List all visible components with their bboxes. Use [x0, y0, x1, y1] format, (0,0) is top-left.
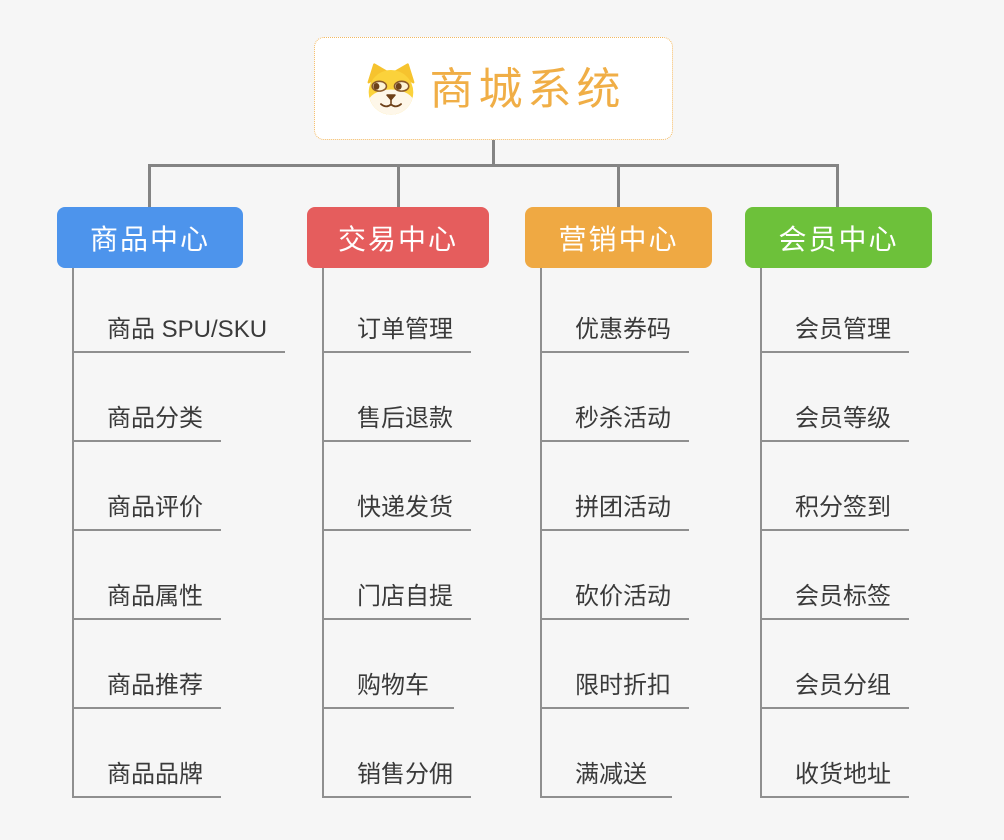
child-node[interactable]: 订单管理	[324, 268, 471, 353]
branch-header-marketing[interactable]: 营销中心	[525, 207, 712, 268]
child-node[interactable]: 快递发货	[324, 442, 471, 531]
connector-drop-branch-4	[836, 164, 839, 207]
branch-children-member: 会员管理 会员等级 积分签到 会员标签 会员分组 收货地址	[760, 268, 909, 798]
child-node[interactable]: 商品评价	[74, 442, 221, 531]
child-node[interactable]: 限时折扣	[542, 620, 689, 709]
connector-drop-branch-1	[148, 164, 151, 207]
child-node[interactable]: 销售分佣	[324, 709, 471, 798]
branch-header-product[interactable]: 商品中心	[57, 207, 243, 268]
child-node[interactable]: 售后退款	[324, 353, 471, 442]
dog-face-icon	[367, 62, 414, 115]
root-node[interactable]: 商城系统	[314, 37, 673, 140]
child-node[interactable]: 秒杀活动	[542, 353, 689, 442]
child-node[interactable]: 商品属性	[74, 531, 221, 620]
child-node[interactable]: 会员分组	[762, 620, 909, 709]
branch-header-member[interactable]: 会员中心	[745, 207, 932, 268]
child-node[interactable]: 收货地址	[762, 709, 909, 798]
child-node[interactable]: 商品品牌	[74, 709, 221, 798]
child-node[interactable]: 商品推荐	[74, 620, 221, 709]
child-node[interactable]: 会员标签	[762, 531, 909, 620]
child-node[interactable]: 购物车	[324, 620, 454, 709]
child-node[interactable]: 砍价活动	[542, 531, 689, 620]
child-node[interactable]: 商品 SPU/SKU	[74, 268, 286, 353]
branch-children-trade: 订单管理 售后退款 快递发货 门店自提 购物车 销售分佣	[322, 268, 471, 798]
branch-children-marketing: 优惠券码 秒杀活动 拼团活动 砍价活动 限时折扣 满减送	[540, 268, 689, 798]
child-node[interactable]: 积分签到	[762, 442, 909, 531]
child-node[interactable]: 优惠券码	[542, 268, 689, 353]
connector-drop-branch-3	[617, 164, 620, 207]
connector-bus	[148, 164, 839, 167]
connector-root-drop	[492, 140, 495, 167]
root-title: 商城系统	[429, 64, 626, 114]
branch-children-product: 商品 SPU/SKU 商品分类 商品评价 商品属性 商品推荐 商品品牌	[72, 268, 286, 798]
child-node[interactable]: 满减送	[542, 709, 672, 798]
connector-drop-branch-2	[397, 164, 400, 207]
child-node[interactable]: 会员等级	[762, 353, 909, 442]
child-node[interactable]: 门店自提	[324, 531, 471, 620]
branch-header-trade[interactable]: 交易中心	[307, 207, 489, 268]
child-node[interactable]: 商品分类	[74, 353, 221, 442]
child-node[interactable]: 拼团活动	[542, 442, 689, 531]
child-node[interactable]: 会员管理	[762, 268, 909, 353]
